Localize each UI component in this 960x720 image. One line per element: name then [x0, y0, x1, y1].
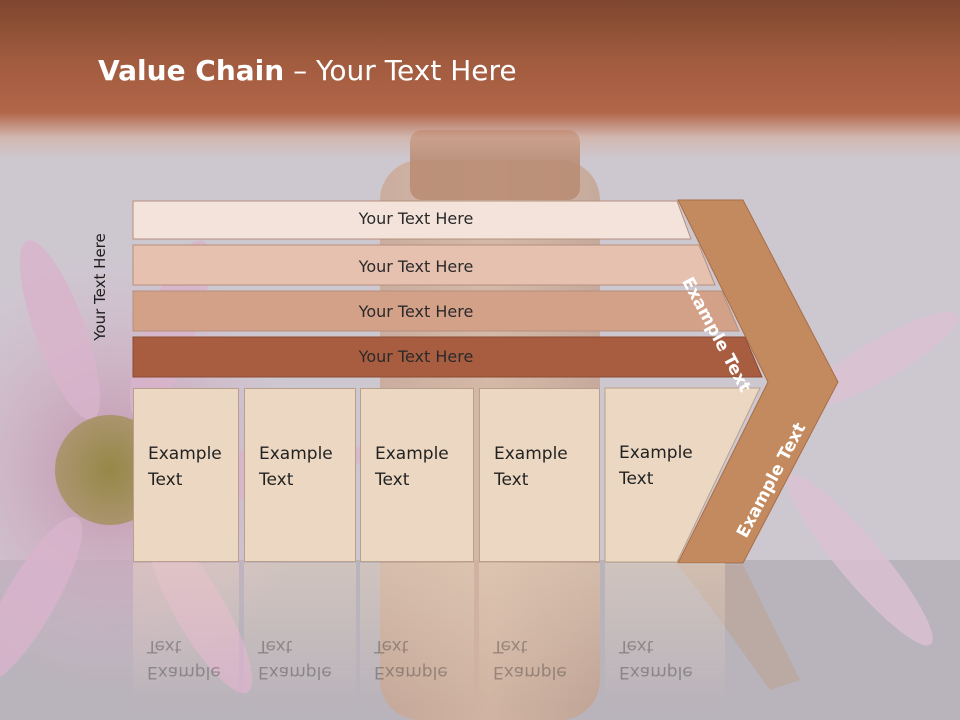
bar-3-shape[interactable] — [132, 290, 740, 332]
title-rest: – Your Text Here — [284, 54, 517, 87]
chevron-reflection — [678, 565, 800, 690]
chevron-shape[interactable] — [677, 199, 839, 564]
bar-4-shape[interactable] — [132, 336, 763, 378]
title-bold: Value Chain — [98, 54, 285, 87]
slide-title: Value Chain – Your Text Here — [98, 54, 517, 87]
last-column-shape — [604, 387, 761, 563]
bar-1-shape[interactable] — [132, 200, 692, 240]
bar-2-shape[interactable] — [132, 244, 716, 286]
title-band — [0, 0, 960, 160]
